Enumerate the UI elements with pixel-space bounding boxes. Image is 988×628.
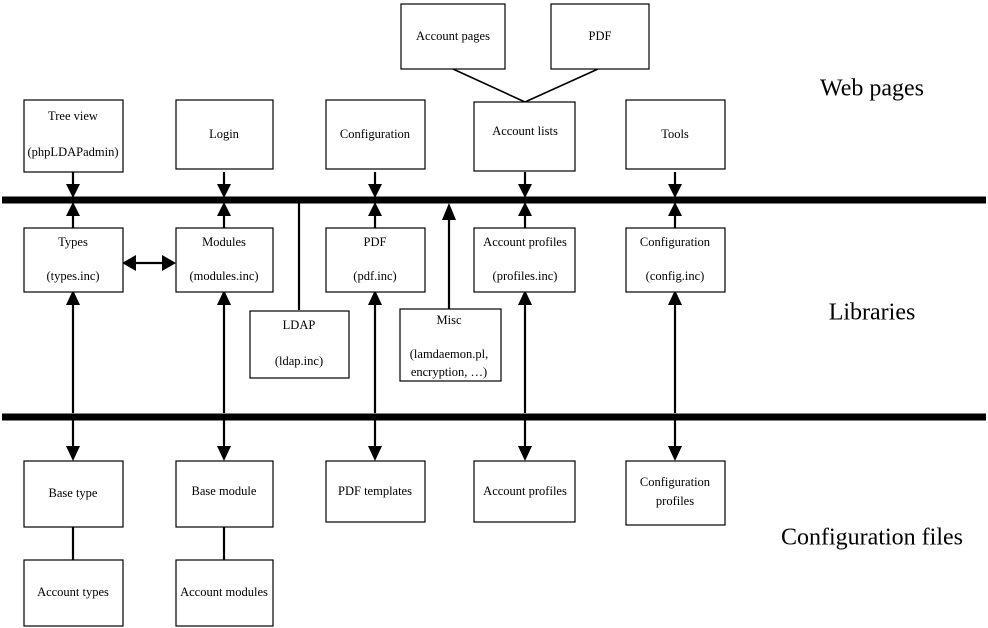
node-account-pages[interactable]: Account pages [400,3,506,70]
connector-bar2-to-configuration-lib [668,290,682,413]
node-account-types-label: Account types [37,585,109,599]
connector-pdf-top-to-account-lists [524,68,599,103]
node-configuration-web-label: Configuration [340,127,411,141]
node-pdf-lib[interactable]: PDF (pdf.inc) [325,227,426,293]
node-login-label: Login [209,127,240,141]
section-label-web-pages: Web pages [820,76,924,102]
node-tools[interactable]: Tools [625,99,726,170]
node-types-label: Types [58,235,88,249]
node-tools-label: Tools [661,127,689,141]
node-account-profiles-lib-sublabel: (profiles.inc) [493,269,558,283]
node-account-pages-label: Account pages [416,29,490,43]
connector-bar2-to-base-module [217,420,231,461]
node-ldap[interactable]: LDAP (ldap.inc) [249,310,350,379]
node-base-type[interactable]: Base type [23,460,124,528]
node-base-module[interactable]: Base module [175,460,274,528]
node-pdf-top[interactable]: PDF [550,3,650,70]
connector-misc-to-bar [442,203,456,310]
node-types[interactable]: Types (types.inc) [23,227,124,293]
node-account-profiles-lib[interactable]: Account profiles (profiles.inc) [473,227,576,293]
node-account-profiles-cfg-label: Account profiles [483,484,567,498]
node-misc-sublabel-2: encryption, …) [411,365,487,379]
node-modules[interactable]: Modules (modules.inc) [175,227,274,293]
node-pdf-lib-label: PDF [364,235,387,249]
node-configuration-profiles-label: Configuration [640,475,711,489]
node-ldap-label: LDAP [283,318,316,332]
node-account-profiles-lib-label: Account profiles [483,235,567,249]
node-pdf-templates[interactable]: PDF templates [325,460,426,523]
node-account-modules-label: Account modules [180,585,268,599]
node-configuration-profiles-label-2: profiles [656,494,694,508]
connector-bar-to-modules [217,202,231,228]
connector-bar2-to-account-profiles-lib [518,290,532,413]
node-configuration-web[interactable]: Configuration [325,99,426,170]
connector-login-to-bar [217,172,231,198]
connector-bar2-to-configuration-profiles [668,420,682,461]
node-tree-view-sublabel: (phpLDAPadmin) [28,145,119,159]
node-tree-view-label: Tree view [48,109,98,123]
node-account-lists[interactable]: Account lists [473,101,576,172]
node-misc-label: Misc [437,313,462,327]
connector-bar2-to-modules [217,290,231,413]
connector-tools-to-bar [668,172,682,198]
connector-account-pages-to-account-lists [452,68,526,103]
connector-types-modules-bidirectional [122,255,176,271]
node-types-sublabel: (types.inc) [46,269,99,283]
connector-bar-to-configuration-lib [668,202,682,228]
node-pdf-templates-label: PDF templates [338,484,412,498]
section-label-libraries: Libraries [829,300,916,326]
node-misc-sublabel: (lamdaemon.pl, [410,347,488,361]
node-tree-view[interactable]: Tree view (phpLDAPadmin) [23,99,124,173]
section-label-configuration-files: Configuration files [781,525,963,551]
connector-bar2-to-pdf-templates [368,420,382,461]
node-configuration-lib-label: Configuration [640,235,711,249]
connector-bar2-to-types [66,290,80,413]
connector-account-lists-to-bar [518,172,532,198]
connector-bar-to-types [66,202,80,228]
node-pdf-top-label: PDF [589,29,612,43]
node-account-types[interactable]: Account types [23,559,124,627]
connector-configuration-web-to-bar [368,172,382,198]
node-modules-label: Modules [202,235,246,249]
node-account-profiles-cfg[interactable]: Account profiles [473,460,576,523]
connector-bar2-to-pdf-lib [368,290,382,413]
node-account-modules[interactable]: Account modules [175,559,274,627]
node-base-module-label: Base module [192,484,257,498]
node-misc[interactable]: Misc (lamdaemon.pl, encryption, …) [399,308,502,382]
node-pdf-lib-sublabel: (pdf.inc) [353,269,396,283]
node-login[interactable]: Login [175,99,274,170]
connector-bar2-to-base-type [66,420,80,461]
node-modules-sublabel: (modules.inc) [189,269,258,283]
connector-bar2-to-account-profiles-cfg [518,420,532,461]
connector-tree-view-to-bar [66,172,80,198]
node-ldap-sublabel: (ldap.inc) [275,354,323,368]
node-account-lists-label: Account lists [492,124,558,138]
connector-bar-to-account-profiles-lib [518,202,532,228]
connector-bar-to-pdf-lib [368,202,382,228]
node-configuration-lib-sublabel: (config.inc) [646,269,705,283]
node-configuration-profiles[interactable]: Configuration profiles [625,460,726,526]
node-configuration-lib[interactable]: Configuration (config.inc) [625,227,726,293]
node-base-type-label: Base type [49,486,98,500]
